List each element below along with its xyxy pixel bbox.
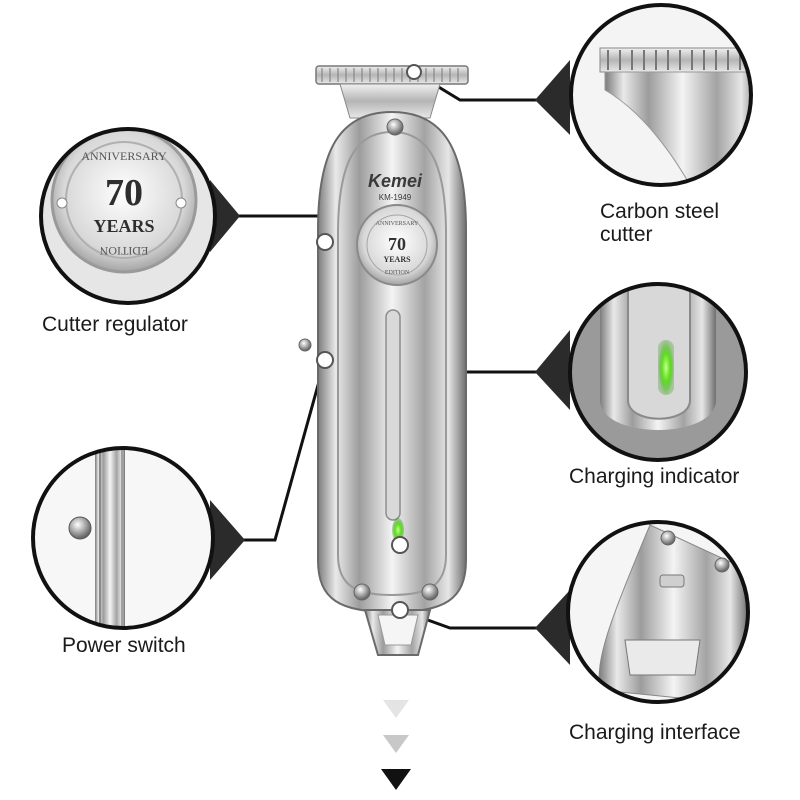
zoom-circle-charging-interface xyxy=(566,520,750,704)
medallion-number: 70 xyxy=(388,234,406,254)
zoom-circle-charging-indicator xyxy=(568,282,748,462)
zoom-badge-number: 70 xyxy=(105,172,143,214)
down-arrow-icon xyxy=(383,735,409,753)
callout-dot xyxy=(316,351,334,369)
zoom-circle-carbon-steel xyxy=(569,3,753,187)
label-carbon-steel-line1: Carbon steel xyxy=(600,200,720,223)
label-charging-interface: Charging interface xyxy=(569,721,741,744)
screw-icon xyxy=(353,583,371,601)
label-power-switch: Power switch xyxy=(62,634,186,657)
label-charging-indicator: Charging indicator xyxy=(569,465,740,488)
wedge-charging-indicator xyxy=(535,330,570,410)
medallion-top-text: ANNIVERSARY xyxy=(376,221,419,227)
callout-dot xyxy=(406,64,422,80)
zoom-switch-button xyxy=(68,516,92,540)
zoom-green-led xyxy=(658,340,674,395)
brand-text: Kemei xyxy=(368,171,423,191)
wedge-charging-interface xyxy=(535,590,570,665)
wedge-cutter-regulator xyxy=(210,180,240,252)
screw-icon xyxy=(386,118,404,136)
clipper-blade xyxy=(315,65,469,85)
screw-icon xyxy=(421,583,439,601)
callout-dot xyxy=(391,536,409,554)
power-switch-nub xyxy=(298,338,312,352)
callout-dot xyxy=(316,233,334,251)
callout-dot xyxy=(391,601,409,619)
zoom-circle-cutter-regulator xyxy=(39,127,217,305)
clipper-body xyxy=(298,64,469,656)
label-cutter-regulator: Cutter regulator xyxy=(42,313,188,336)
wedge-carbon-steel xyxy=(535,60,570,135)
medallion-years: YEARS xyxy=(383,255,411,264)
down-arrow-icon xyxy=(381,769,411,790)
zoom-badge-years: YEARS xyxy=(93,216,154,236)
screw-icon xyxy=(660,530,676,546)
screw-icon xyxy=(714,557,730,573)
model-text: KM-1949 xyxy=(379,193,412,202)
zoom-badge-bottom-text: EDITION xyxy=(99,244,148,258)
zoom-badge-top-text: ANNIVERSARY xyxy=(81,149,167,163)
label-carbon-steel-line2: cutter xyxy=(600,223,653,246)
anniversary-medallion xyxy=(356,204,438,286)
zoom-circle-power-switch xyxy=(31,446,215,630)
wedge-power-switch xyxy=(210,500,245,580)
medallion-bottom-text: EDITION xyxy=(385,270,410,276)
down-arrow-icon xyxy=(383,700,409,718)
charging-led xyxy=(392,518,404,542)
leader-power-switch xyxy=(212,359,327,542)
